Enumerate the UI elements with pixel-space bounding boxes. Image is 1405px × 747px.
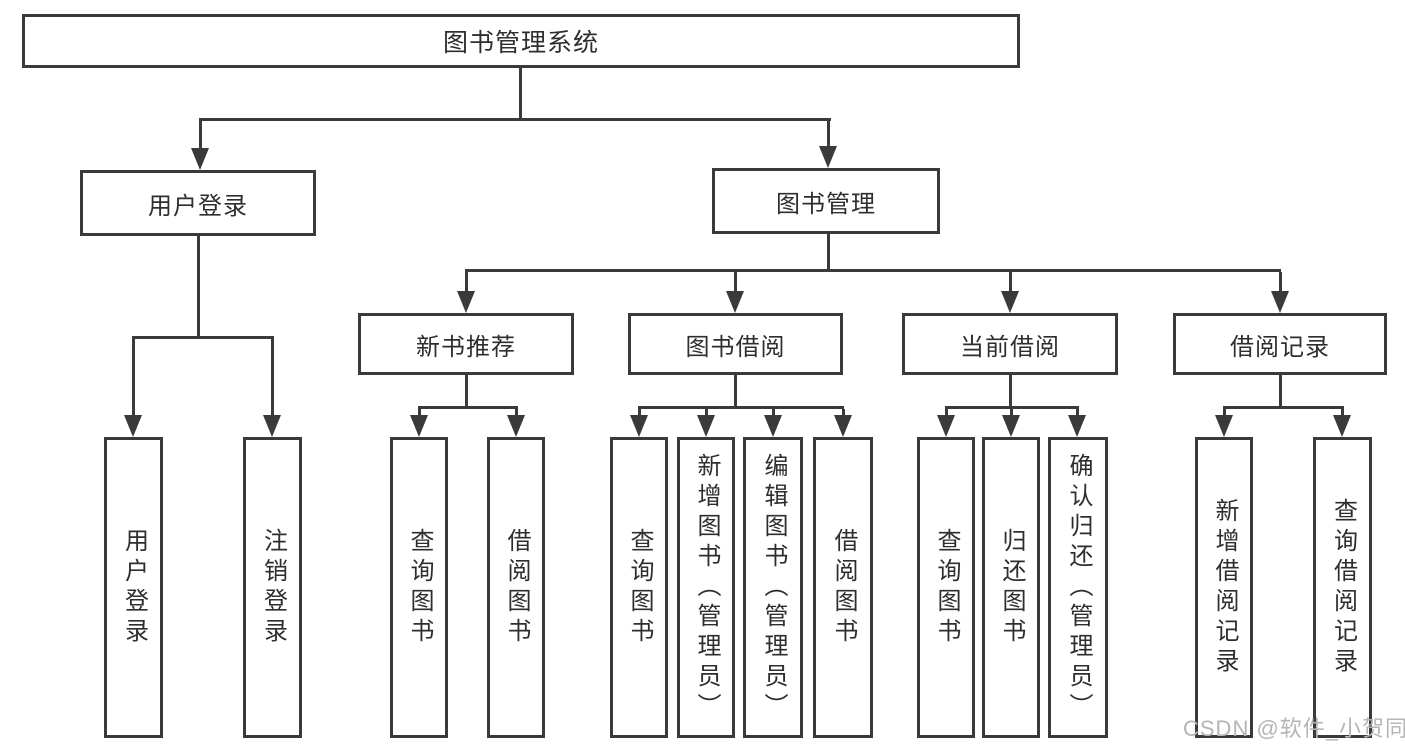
connector-stem	[772, 409, 775, 417]
arrow-down-icon	[726, 291, 744, 313]
arrow-down-icon	[507, 415, 525, 437]
arrow-down-icon	[1068, 415, 1086, 437]
leaf-bb-add-books-admin: 新增图书（管理员）	[677, 437, 735, 738]
arrow-down-icon	[191, 148, 209, 170]
arrow-down-icon	[1002, 415, 1020, 437]
arrow-down-icon	[457, 291, 475, 313]
node-user-login: 用户登录	[80, 170, 316, 236]
leaf-cb-query-books: 查询图书	[917, 437, 975, 738]
connector-root-vertical	[519, 68, 522, 120]
leaf-nbr-borrow-books: 借阅图书	[487, 437, 545, 738]
leaf-user-login: 用户登录	[104, 437, 163, 738]
connector-stem-leaf-logout	[271, 339, 274, 417]
arrow-down-icon	[697, 415, 715, 437]
connector-stem	[1010, 409, 1013, 417]
connector-borrowing-records-vertical	[1279, 375, 1282, 408]
node-book-borrowing: 图书借阅	[628, 313, 843, 375]
connector-current-borrowing-vertical	[1009, 375, 1012, 408]
connector-user-login-horizontal	[132, 336, 274, 339]
connector-root-horizontal	[199, 118, 831, 121]
connector-stem-leaf-login	[132, 339, 135, 417]
node-new-book-recommendation: 新书推荐	[358, 313, 574, 375]
leaf-bb-borrow-books: 借阅图书	[813, 437, 873, 738]
connector-stem	[638, 409, 641, 417]
connector-new-book-vertical	[465, 375, 468, 408]
leaf-cb-confirm-return-admin: 确认归还（管理员）	[1048, 437, 1108, 738]
connector-stem	[705, 409, 708, 417]
connector-book-management-vertical	[827, 233, 830, 271]
connector-stem-book-management	[827, 121, 830, 150]
node-current-borrowing: 当前借阅	[902, 313, 1118, 375]
connector-stem-book-borrowing	[734, 272, 737, 294]
arrow-down-icon	[764, 415, 782, 437]
csdn-watermark: CSDN @软件_小贺同学	[1183, 716, 1405, 741]
arrow-down-icon	[263, 415, 281, 437]
node-borrowing-records: 借阅记录	[1173, 313, 1387, 375]
connector-book-borrowing-vertical	[734, 375, 737, 408]
arrow-down-icon	[630, 415, 648, 437]
connector-stem	[1341, 409, 1344, 417]
connector-user-login-vertical	[197, 236, 200, 338]
leaf-bb-query-books: 查询图书	[610, 437, 668, 738]
leaf-logout: 注销登录	[243, 437, 302, 738]
connector-stem	[1223, 409, 1226, 417]
connector-stem-new-book	[465, 272, 468, 294]
arrow-down-icon	[1215, 415, 1233, 437]
node-book-management: 图书管理	[712, 168, 940, 234]
leaf-nbr-query-books: 查询图书	[390, 437, 448, 738]
connector-stem-borrowing-records	[1279, 272, 1282, 294]
connector-stem	[1076, 409, 1079, 417]
arrow-down-icon	[834, 415, 852, 437]
connector-current-borrowing-horizontal	[945, 406, 1079, 409]
connector-book-management-horizontal	[465, 269, 1281, 272]
arrow-down-icon	[1271, 291, 1289, 313]
arrow-down-icon	[1333, 415, 1351, 437]
arrow-down-icon	[124, 415, 142, 437]
connector-stem-current-borrowing	[1009, 272, 1012, 294]
arrow-down-icon	[937, 415, 955, 437]
connector-borrowing-records-horizontal	[1223, 406, 1344, 409]
leaf-br-add-record: 新增借阅记录	[1195, 437, 1253, 738]
connector-stem	[842, 409, 845, 417]
node-root-library-system: 图书管理系统	[22, 14, 1020, 68]
connector-new-book-horizontal	[418, 406, 518, 409]
connector-book-borrowing-horizontal	[638, 406, 844, 409]
leaf-bb-edit-books-admin: 编辑图书（管理员）	[743, 437, 803, 738]
connector-stem	[945, 409, 948, 417]
connector-stem-user-login	[199, 121, 202, 152]
connector-stem	[418, 409, 421, 417]
arrow-down-icon	[1001, 291, 1019, 313]
leaf-cb-return-books: 归还图书	[982, 437, 1040, 738]
connector-stem	[515, 409, 518, 417]
leaf-br-query-record: 查询借阅记录	[1313, 437, 1372, 738]
arrow-down-icon	[410, 415, 428, 437]
arrow-down-icon	[819, 146, 837, 168]
